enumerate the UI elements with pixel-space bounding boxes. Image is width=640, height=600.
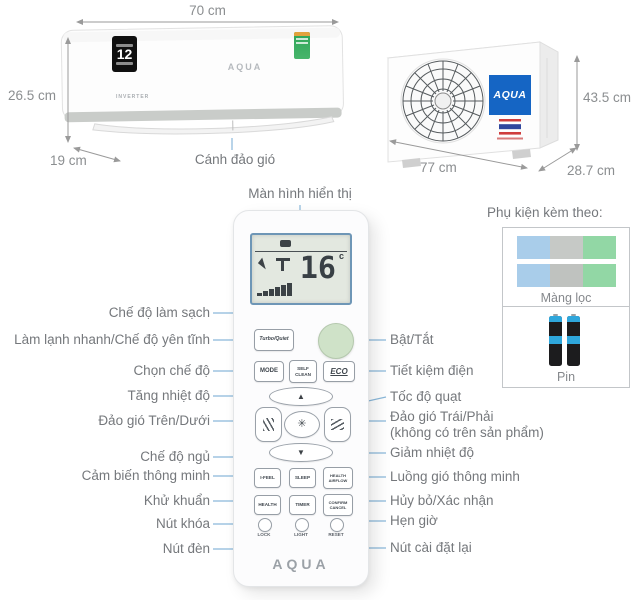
outdoor-height-dim: 43.5 cm	[583, 90, 632, 105]
sticker-header	[294, 32, 310, 36]
timer-button: TIMER	[289, 495, 316, 515]
callout-confirm-cancel: Hủy bỏ/Xác nhận	[390, 493, 494, 508]
callout-lock: Nút khóa	[155, 516, 210, 531]
lock-button	[258, 518, 272, 532]
callout-ifeel: Cảm biến thông minh	[81, 468, 210, 483]
callout-power: Bật/Tắt	[390, 332, 434, 347]
outdoor-brand-logo: AQUA	[489, 75, 531, 115]
fan-icon: ✳	[297, 418, 307, 430]
battery-label: Pin	[556, 370, 576, 384]
lock-button-label: LOCK	[257, 532, 271, 537]
callout-sleep: Chế độ ngủ	[140, 449, 210, 464]
flap-callout-label: Cánh đảo gió	[194, 152, 276, 167]
callout-health-airflow: Luồng gió thông minh	[390, 469, 520, 484]
dimension-arrows	[65, 19, 580, 172]
badge-decor-bottom	[116, 61, 133, 65]
ifeel-button: I-FEEL	[254, 468, 281, 488]
battery	[567, 314, 580, 366]
callout-light: Nút đèn	[162, 541, 210, 556]
light-button-label: LIGHT	[294, 532, 308, 537]
callout-health: Khử khuẩn	[143, 493, 210, 508]
filter-strip	[517, 236, 616, 259]
turbo-quiet-button: Turbo/Quiet	[254, 329, 294, 351]
remote-control: 16 c Turbo/Quiet MODE SELF CLEAN ECO ▲ ✳	[233, 210, 369, 587]
sticker-line	[296, 42, 308, 44]
callout-swing-updown: Đảo gió Trên/Dưới	[98, 413, 210, 428]
down-arrow-icon: ▼	[297, 447, 305, 457]
lcd-divider	[255, 251, 347, 252]
reset-button	[330, 518, 344, 532]
outdoor-unit-drawing	[386, 41, 559, 168]
callout-reset: Nút cài đặt lại	[390, 540, 472, 555]
badge-decor-top	[116, 43, 133, 47]
indoor-depth-dim: 19 cm	[50, 153, 87, 168]
power-button	[318, 323, 354, 359]
indoor-width-dim: 70 cm	[189, 3, 226, 18]
filter-strip	[517, 264, 616, 287]
remote-brand-logo: AQUA	[272, 556, 330, 572]
indoor-height-dim: 26.5 cm	[8, 88, 57, 103]
transmit-icon	[280, 240, 291, 247]
callout-timer: Hẹn giờ	[390, 513, 438, 528]
remote-lcd-display: 16 c	[250, 233, 352, 305]
sleep-button: SLEEP	[289, 468, 316, 488]
callout-fan-speed: Tốc độ quạt	[390, 389, 462, 404]
confirm-cancel-button: CONFIRM CANCEL	[323, 494, 353, 516]
filter-label: Màng lọc	[540, 291, 592, 305]
temp-down-button: ▼	[269, 443, 333, 462]
accessories-title: Phụ kiện kèm theo:	[487, 205, 603, 220]
flap-mode-icon	[276, 258, 290, 272]
energy-rating-badge: 12	[112, 36, 137, 72]
outdoor-depth-dim: 28.7 cm	[567, 163, 616, 178]
battery-accessory-box: Pin	[502, 306, 630, 388]
lcd-temperature-unit: c	[338, 251, 344, 261]
flag-logo	[497, 119, 523, 140]
callout-swing-leftright-note: (không có trên sản phẩm)	[390, 425, 544, 440]
swing-updown-button	[255, 407, 282, 442]
sticker-line	[296, 38, 308, 40]
indoor-brand-logo: AQUA	[227, 62, 263, 72]
callout-swing-leftright: Đảo gió Trái/Phải	[390, 409, 494, 424]
battery	[549, 314, 562, 366]
callout-temp-down: Giảm nhiệt độ	[390, 445, 475, 460]
health-airflow-button: HEALTH AIRFLOW	[323, 467, 353, 489]
up-arrow-icon: ▲	[297, 391, 305, 401]
eco-button: ECO	[323, 361, 355, 382]
light-button	[295, 518, 309, 532]
outdoor-width-dim: 77 cm	[420, 160, 457, 175]
filter-accessory-box: Màng lọc	[502, 227, 630, 309]
swing-vertical-icon	[263, 418, 274, 431]
health-button: HEALTH	[254, 495, 281, 515]
callout-self-clean: Chế độ làm sạch	[108, 305, 210, 320]
inverter-label: INVERTER	[116, 94, 150, 100]
callout-temp-up: Tăng nhiệt độ	[127, 388, 210, 403]
callout-mode: Chọn chế độ	[133, 363, 210, 378]
callout-eco: Tiết kiệm điện	[390, 363, 474, 378]
mode-button: MODE	[254, 361, 284, 382]
swing-leftright-button	[324, 407, 351, 442]
energy-label-sticker	[294, 32, 310, 59]
swing-mode-icon	[257, 257, 271, 270]
fan-speed-bars-icon	[257, 283, 292, 296]
badge-number: 12	[116, 45, 133, 62]
fan-speed-button: ✳	[284, 411, 320, 438]
temp-up-button: ▲	[269, 387, 333, 406]
lcd-temperature: 16	[299, 251, 336, 286]
reset-button-label: RESET	[328, 532, 344, 537]
callout-turbo-quiet: Làm lạnh nhanh/Chế độ yên tĩnh	[14, 332, 210, 347]
outdoor-brand-text: AQUA	[493, 89, 527, 101]
remote-display-label: Màn hình hiển thị	[248, 186, 352, 201]
swing-horizontal-icon	[331, 419, 344, 430]
self-clean-button: SELF CLEAN	[289, 360, 317, 383]
